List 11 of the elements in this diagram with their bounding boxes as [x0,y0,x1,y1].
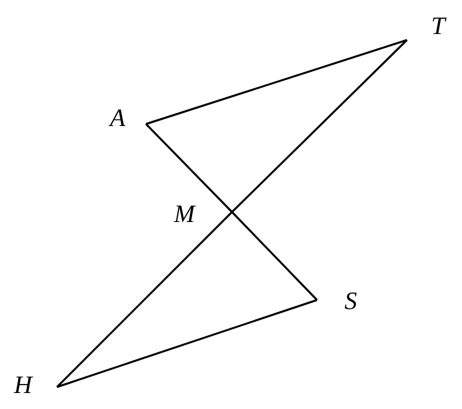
line-segment [231,39,408,213]
line-segment [146,39,408,125]
line-segment [56,211,233,388]
point-label: S [317,288,357,314]
line-segment [231,211,318,301]
line-segment [56,299,318,388]
line-segment [145,123,233,213]
point-label: T [407,14,445,40]
point-label: M [174,200,232,228]
point-label: A [110,106,146,124]
point-label: H [14,372,57,398]
